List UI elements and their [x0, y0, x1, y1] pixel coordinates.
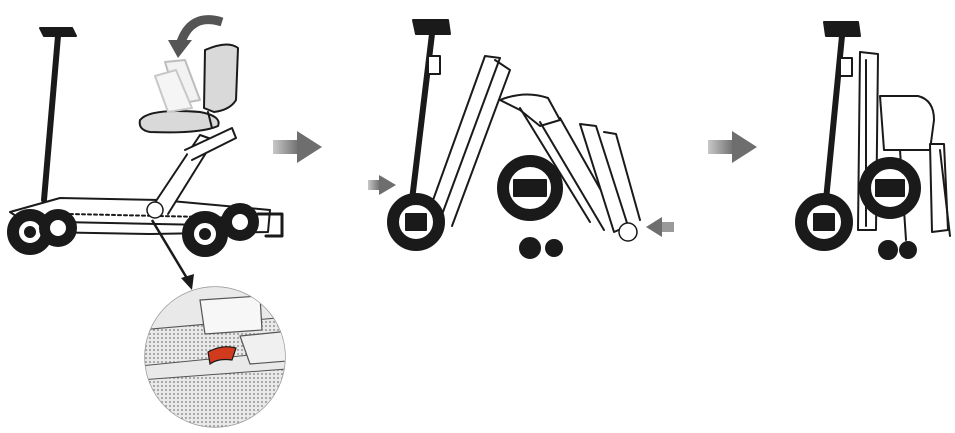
- release-lever-closeup: [140, 280, 300, 433]
- front-wheel: [8, 210, 76, 254]
- scooter-folded-illustration: [796, 22, 950, 259]
- push-left-arrow-icon: [646, 217, 674, 237]
- scooter-unfolded-illustration: [8, 28, 282, 256]
- right-arrow-icon: [708, 131, 757, 163]
- push-right-arrow-icon: [368, 175, 396, 195]
- right-arrow-icon: [273, 131, 322, 163]
- scooter-folding-illustration: [388, 20, 640, 258]
